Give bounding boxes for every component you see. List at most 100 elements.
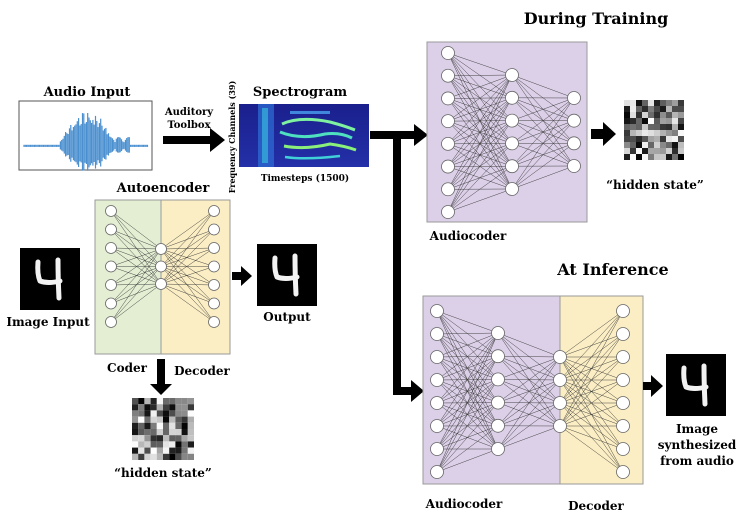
network-edge [160, 247, 215, 267]
noise-cell [654, 100, 660, 106]
network-edge [436, 310, 499, 334]
synthesized-digit [666, 354, 726, 416]
noise-cell [150, 404, 157, 411]
noise-cell [642, 100, 648, 106]
network-node [155, 278, 167, 290]
network-edge [160, 283, 215, 304]
network-edge [110, 248, 162, 304]
noise-cell [642, 154, 648, 160]
noise-cell [175, 429, 182, 436]
network-node [616, 465, 630, 479]
network-node [441, 182, 455, 197]
noise-cell [169, 416, 176, 423]
noise-cell [132, 410, 139, 417]
network-node [430, 465, 444, 479]
noise-cell [181, 398, 188, 405]
network-node [491, 372, 505, 387]
network-edge [447, 74, 513, 76]
network-edge [436, 425, 499, 473]
noise-cell [660, 136, 666, 142]
arrow-to-synthesized [643, 375, 663, 397]
noise-cell [132, 422, 139, 429]
network-edge [160, 247, 215, 285]
noise-cell [630, 148, 636, 154]
network-edge [447, 143, 513, 213]
hidden-state-right-label: “hidden state” [606, 178, 704, 192]
noise-cell [630, 142, 636, 148]
noise-cell [660, 142, 666, 148]
network-edge [160, 266, 215, 304]
noise-cell [144, 410, 151, 417]
synth-label-2: synthesized [658, 438, 737, 452]
noise-cell [169, 435, 176, 442]
noise-cell [144, 429, 151, 436]
network-edge [110, 266, 162, 285]
network-node [105, 242, 117, 254]
noise-cell [132, 404, 139, 411]
noise-cell [672, 124, 678, 130]
noise-cell [175, 435, 182, 442]
noise-cell [169, 441, 176, 448]
noise-cell [654, 142, 660, 148]
noise-cell [636, 106, 642, 112]
network-edge [436, 448, 499, 473]
network-edge [436, 332, 499, 358]
noise-cell [181, 435, 188, 442]
noise-cell [169, 398, 176, 405]
network-edge [160, 210, 215, 267]
noise-cell [169, 410, 176, 417]
noise-cell [175, 404, 182, 411]
noise-cell [156, 429, 163, 436]
network-node [505, 159, 519, 174]
noise-cell [132, 416, 139, 423]
network-node [430, 327, 444, 341]
noise-cell [187, 404, 194, 411]
noise-cell [156, 453, 163, 460]
network-node [105, 279, 117, 291]
noise-cell [648, 106, 654, 112]
network-node [208, 242, 220, 254]
noise-cell [636, 100, 642, 106]
network-edge [447, 97, 513, 213]
network-edge [110, 210, 162, 267]
coder-label: Coder [107, 361, 148, 375]
noise-cell [654, 118, 660, 124]
network-edge [497, 379, 561, 450]
network-node [441, 136, 455, 151]
decoder-left-label: Decoder [174, 364, 230, 378]
noise-cell [672, 112, 678, 118]
noise-cell [672, 142, 678, 148]
network-node [491, 418, 505, 433]
noise-cell [138, 441, 145, 448]
audiocoder-training-label: Audiocoder [429, 229, 507, 243]
network-edge [497, 332, 561, 358]
noise-cell [181, 410, 188, 417]
network-edge [436, 379, 499, 473]
noise-cell [132, 429, 139, 436]
noise-cell [187, 422, 194, 429]
noise-cell [636, 130, 642, 136]
noise-cell [672, 118, 678, 124]
noise-cell [636, 142, 642, 148]
network-edge [160, 248, 215, 323]
network-node [616, 419, 630, 433]
noise-cell [648, 154, 654, 160]
audiocoder-inference-label: Audiocoder [425, 497, 503, 511]
network-edge [110, 229, 162, 250]
noise-cell [150, 429, 157, 436]
network-edge [160, 266, 215, 323]
network-edge [559, 310, 624, 381]
noise-cell [156, 422, 163, 429]
noise-cell [624, 142, 630, 148]
network-node [155, 260, 167, 273]
noise-cell [642, 148, 648, 154]
network-edge [110, 266, 162, 323]
noise-cell [648, 148, 654, 154]
network-edge [511, 165, 575, 190]
noise-cell [187, 453, 194, 460]
noise-cell [138, 422, 145, 429]
noise-cell [660, 112, 666, 118]
network-edge [110, 247, 162, 267]
noise-cell [156, 435, 163, 442]
